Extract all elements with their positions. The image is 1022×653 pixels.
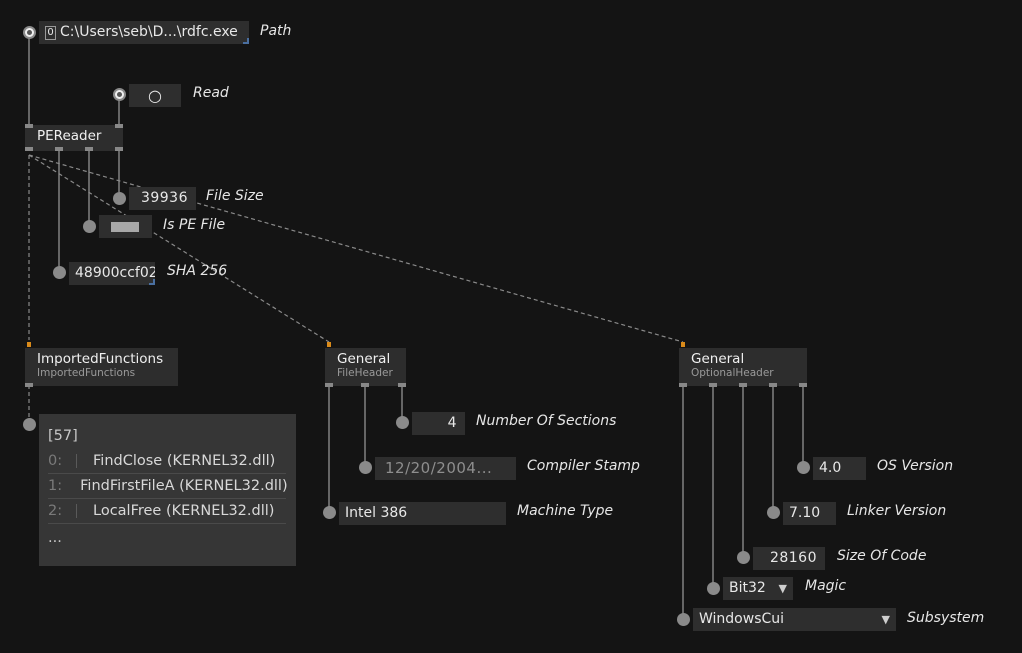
fileheader-node[interactable]: General FileHeader bbox=[325, 348, 406, 386]
optionalheader-out-pin-0[interactable] bbox=[679, 383, 687, 387]
imported-functions-node[interactable]: ImportedFunctions ImportedFunctions bbox=[25, 348, 178, 386]
pereader-in-pin-1[interactable] bbox=[115, 124, 123, 128]
magic-value: Bit32 bbox=[729, 580, 766, 596]
fileheader-out-pin-0[interactable] bbox=[325, 383, 333, 387]
wire-fileheader bbox=[28, 154, 330, 343]
optionalheader-out-pin-4[interactable] bbox=[799, 383, 807, 387]
list-item[interactable]: 1: FindFirstFileA (KERNEL32.dll) bbox=[48, 474, 288, 499]
optionalheader-out-pin-2[interactable] bbox=[739, 383, 747, 387]
pereader-title: PEReader bbox=[37, 128, 102, 144]
compiler-stamp-pin[interactable] bbox=[359, 461, 372, 474]
imported-functions-list[interactable]: [57] 0: FindClose (KERNEL32.dll) 1: Find… bbox=[39, 414, 296, 566]
chevron-down-icon: ▼ bbox=[778, 582, 787, 595]
path-value: C:\Users\seb\D...\rdfc.exe bbox=[60, 24, 238, 40]
pereader-out-pin-2[interactable] bbox=[85, 147, 93, 151]
path-resize-handle[interactable] bbox=[243, 38, 249, 44]
subsystem-dropdown[interactable]: WindowsCui ▼ bbox=[693, 608, 896, 631]
size-of-code-label: Size Of Code bbox=[837, 548, 927, 564]
size-of-code-pin[interactable] bbox=[737, 551, 750, 564]
list-item-index: 0: bbox=[48, 453, 63, 469]
optionalheader-in-pin[interactable] bbox=[681, 342, 685, 347]
sha-pin[interactable] bbox=[53, 266, 66, 279]
linker-version-value[interactable]: 7.10 bbox=[783, 502, 836, 525]
machine-type-label: Machine Type bbox=[517, 503, 614, 519]
magic-pin[interactable] bbox=[707, 582, 720, 595]
sha-label: SHA 256 bbox=[167, 263, 228, 279]
optionalheader-node[interactable]: General OptionalHeader bbox=[679, 348, 807, 386]
is-pe-bar bbox=[111, 222, 139, 232]
file-size-value[interactable]: 39936 bbox=[129, 187, 196, 210]
list-item-value: FindFirstFileA (KERNEL32.dll) bbox=[80, 478, 288, 494]
optionalheader-out-pin-1[interactable] bbox=[709, 383, 717, 387]
list-count: [57] bbox=[48, 428, 78, 444]
list-item[interactable]: 0: FindClose (KERNEL32.dll) bbox=[48, 449, 286, 474]
file-size-label: File Size bbox=[206, 188, 264, 204]
pereader-in-pin-0[interactable] bbox=[25, 124, 33, 128]
subsystem-value: WindowsCui bbox=[699, 611, 785, 627]
list-item[interactable]: 2: LocalFree (KERNEL32.dll) bbox=[48, 499, 286, 524]
list-item-index: 2: bbox=[48, 503, 63, 519]
read-toggle[interactable]: ○ bbox=[129, 84, 181, 107]
list-item-value: LocalFree (KERNEL32.dll) bbox=[93, 503, 275, 519]
size-of-code-value[interactable]: 28160 bbox=[753, 547, 825, 570]
toggle-circle-icon: ○ bbox=[148, 86, 162, 105]
list-item-index: 1: bbox=[48, 478, 63, 494]
pereader-node[interactable]: PEReader bbox=[25, 125, 123, 151]
subsystem-pin[interactable] bbox=[677, 613, 690, 626]
num-sections-label: Number Of Sections bbox=[476, 413, 617, 429]
magic-label: Magic bbox=[805, 578, 847, 594]
fileheader-title: General bbox=[337, 351, 391, 367]
magic-dropdown[interactable]: Bit32 ▼ bbox=[723, 577, 793, 600]
linker-version-pin[interactable] bbox=[767, 506, 780, 519]
fileheader-out-pin-1[interactable] bbox=[361, 383, 369, 387]
fileheader-in-pin[interactable] bbox=[327, 342, 331, 347]
path-prefix-box: 0 bbox=[45, 26, 56, 40]
read-label: Read bbox=[193, 85, 229, 101]
path-input[interactable]: 0 C:\Users\seb\D...\rdfc.exe bbox=[39, 21, 249, 44]
list-item-separator bbox=[76, 504, 77, 518]
file-size-pin[interactable] bbox=[113, 192, 126, 205]
num-sections-value[interactable]: 4 bbox=[412, 412, 465, 435]
optionalheader-title: General bbox=[691, 351, 745, 367]
imported-functions-title: ImportedFunctions bbox=[37, 351, 164, 367]
list-more: ... bbox=[48, 530, 62, 546]
is-pe-label: Is PE File bbox=[163, 217, 226, 233]
imported-list-pin[interactable] bbox=[23, 418, 36, 431]
pereader-out-pin-0[interactable] bbox=[25, 147, 33, 151]
machine-type-value[interactable]: Intel 386 bbox=[339, 502, 506, 525]
sha-resize-handle[interactable] bbox=[149, 279, 155, 285]
compiler-stamp-label: Compiler Stamp bbox=[527, 458, 640, 474]
fileheader-out-pin-2[interactable] bbox=[398, 383, 406, 387]
sha-value[interactable]: 48900ccf02 bbox=[69, 262, 155, 285]
os-version-label: OS Version bbox=[877, 458, 954, 474]
pereader-out-pin-3[interactable] bbox=[115, 147, 123, 151]
linker-version-label: Linker Version bbox=[847, 503, 947, 519]
is-pe-pin[interactable] bbox=[83, 220, 96, 233]
read-pin[interactable] bbox=[113, 88, 126, 101]
subsystem-label: Subsystem bbox=[907, 610, 985, 626]
optionalheader-out-pin-3[interactable] bbox=[769, 383, 777, 387]
imported-functions-out-pin[interactable] bbox=[25, 383, 33, 387]
list-item-value: FindClose (KERNEL32.dll) bbox=[93, 453, 276, 469]
os-version-pin[interactable] bbox=[797, 461, 810, 474]
optionalheader-subtitle: OptionalHeader bbox=[691, 367, 774, 379]
imported-functions-in-pin[interactable] bbox=[27, 342, 31, 347]
path-pin[interactable] bbox=[23, 26, 36, 39]
is-pe-toggle[interactable] bbox=[99, 215, 152, 238]
fileheader-subtitle: FileHeader bbox=[337, 367, 393, 379]
compiler-stamp-value[interactable]: 12/20/2004... bbox=[375, 457, 516, 480]
chevron-down-icon: ▼ bbox=[881, 613, 890, 626]
machine-type-pin[interactable] bbox=[323, 506, 336, 519]
imported-functions-subtitle: ImportedFunctions bbox=[37, 367, 136, 379]
wire-optionalheader bbox=[28, 154, 684, 343]
path-label: Path bbox=[260, 23, 292, 39]
os-version-value[interactable]: 4.0 bbox=[813, 457, 866, 480]
pereader-out-pin-1[interactable] bbox=[55, 147, 63, 151]
num-sections-pin[interactable] bbox=[396, 416, 409, 429]
list-item-separator bbox=[76, 454, 77, 468]
